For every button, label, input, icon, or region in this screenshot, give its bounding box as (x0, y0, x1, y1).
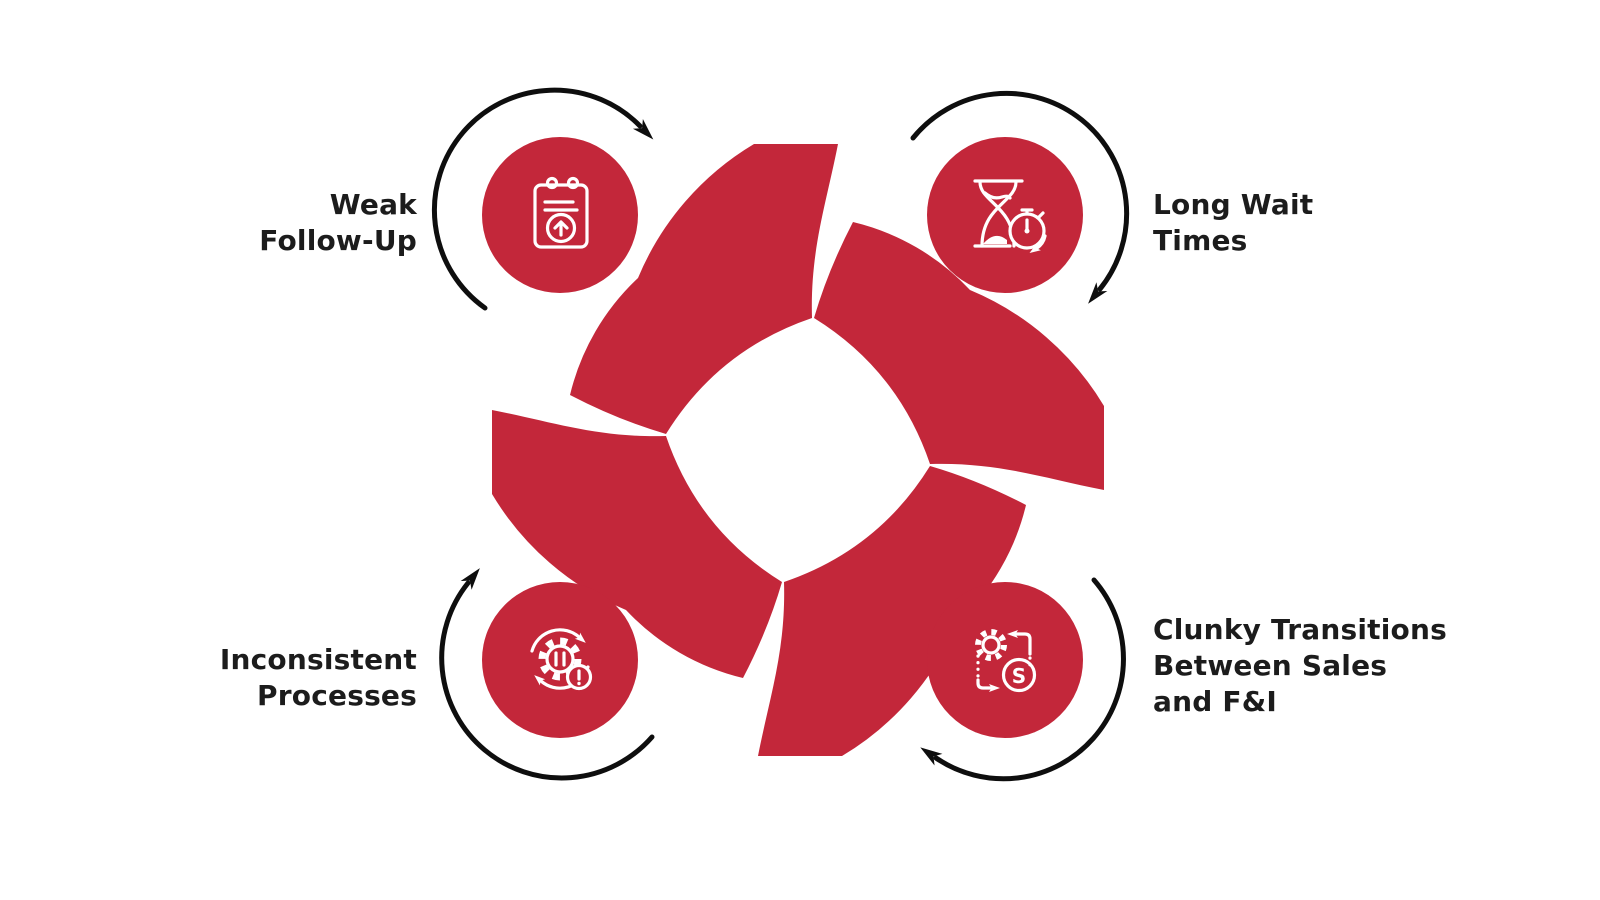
label-inconsistent-processes: Inconsistent Processes (220, 642, 417, 714)
gear-dollar-exchange-icon: S (975, 629, 1037, 693)
hourglass-stopwatch-icon (973, 179, 1047, 254)
item-circle-top-right (927, 137, 1083, 293)
item-circle-bottom-right: S (927, 582, 1083, 738)
pinwheel-blade-left (492, 410, 782, 678)
pinwheel-blade-top (570, 144, 838, 434)
label-line: Times (1153, 224, 1248, 257)
label-line: Weak (329, 188, 417, 221)
label-line: Processes (257, 679, 417, 712)
item-circle-top-left (482, 137, 638, 293)
cycle-arrow-top-left (431, 87, 654, 311)
label-long-wait-times: Long Wait Times (1153, 187, 1313, 259)
label-line: and F&I (1153, 685, 1277, 718)
notepad-upload-icon (533, 176, 589, 249)
pinwheel-blade-right (814, 222, 1104, 490)
label-line: Inconsistent (219, 643, 417, 676)
red-circle (927, 582, 1083, 738)
pinwheel-shape (492, 144, 1104, 756)
pinwheel-blade-bottom (758, 466, 1026, 756)
label-clunky-transitions: Clunky Transitions Between Sales and F&I (1153, 612, 1447, 720)
red-circle (482, 582, 638, 738)
cycle-arrow-bottom-left (439, 568, 655, 781)
label-weak-follow-up: Weak Follow-Up (259, 187, 417, 259)
gear-pause-warning-icon (530, 628, 593, 691)
item-circle-bottom-left (482, 582, 638, 738)
label-line: Between Sales (1153, 649, 1388, 682)
label-line: Long Wait (1153, 188, 1314, 221)
cycle-arrow-bottom-right (920, 577, 1126, 782)
label-line: Follow-Up (259, 224, 417, 257)
dollar-glyph: S (1012, 664, 1026, 688)
cycle-arrow-top-right (910, 90, 1130, 304)
label-line: Clunky Transitions (1153, 613, 1447, 646)
